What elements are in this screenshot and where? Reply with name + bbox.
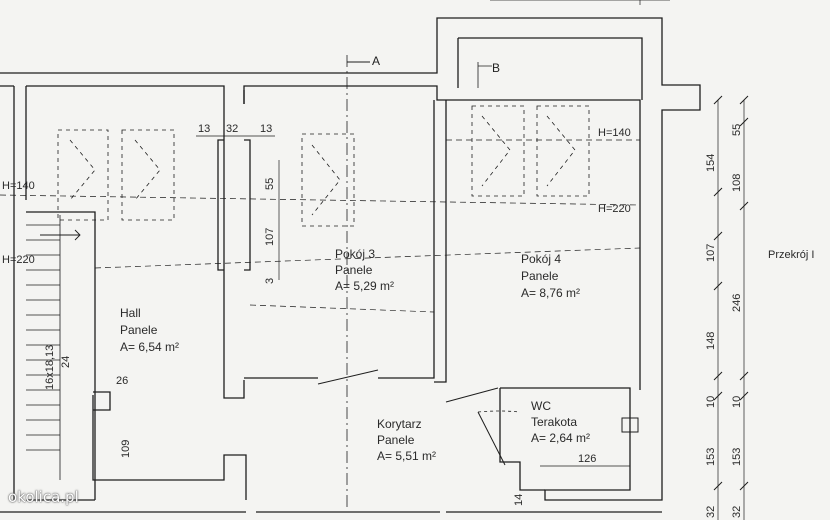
- stairs-arrow: [40, 229, 81, 241]
- dim-26: 26: [116, 375, 129, 387]
- rdim-153b: 153: [731, 447, 743, 466]
- corridor-area: A= 5,51 m²: [377, 449, 437, 463]
- dim-55: 55: [264, 177, 276, 190]
- stairs-outline: [26, 211, 96, 501]
- dim-13b: 13: [260, 123, 273, 135]
- room4-name: Pokój 4: [521, 252, 562, 266]
- outer-wall-top-inner: [0, 85, 641, 390]
- hall-lower-wall: [92, 395, 247, 500]
- wall-room3-bottom: [244, 100, 435, 379]
- rdim-10b: 10: [731, 395, 743, 408]
- top-dim-partial: [490, 0, 670, 5]
- wc-door: [477, 411, 506, 466]
- dim-32: 32: [226, 123, 239, 135]
- wall-room3-room4: [434, 100, 447, 383]
- wc-vent: [621, 417, 639, 433]
- b-cell: [457, 37, 643, 100]
- room4-door: [445, 387, 499, 403]
- shaft: [217, 139, 251, 271]
- dim-13a: 13: [198, 123, 211, 135]
- room3-floor: Panele: [335, 263, 373, 277]
- rdim-32a: 32: [705, 505, 717, 518]
- dim-3: 3: [264, 277, 276, 284]
- slope-line-2: [94, 247, 641, 269]
- rdim-153a: 153: [705, 447, 717, 466]
- rdim-32b: 32: [731, 505, 743, 518]
- rdim-148: 148: [705, 331, 717, 350]
- right-dim-ticks: [713, 95, 749, 491]
- room3-door: [317, 369, 379, 385]
- height-140-left: H=140: [2, 180, 35, 192]
- outer-wall-top-left: [0, 17, 701, 501]
- height-220-left: H=220: [2, 254, 35, 266]
- hall-name: Hall: [120, 306, 141, 320]
- dim-stairs: 16x18,13: [44, 344, 56, 390]
- hall-floor: Panele: [120, 323, 158, 337]
- section-mark-b: B: [492, 61, 501, 75]
- wc-name: WC: [531, 399, 551, 413]
- slope-line-1: [0, 194, 641, 206]
- section-line-b: [477, 62, 492, 88]
- skylight-room4-1: [471, 105, 525, 197]
- skylight-hall-1: [57, 129, 109, 221]
- rdim-154: 154: [705, 153, 717, 172]
- skylight-hall-2: [121, 129, 175, 221]
- corridor-floor: Panele: [377, 433, 415, 447]
- skylight-room4-2: [536, 105, 590, 197]
- rdim-246: 246: [731, 293, 743, 312]
- dim-24: 24: [60, 355, 72, 368]
- dim-109: 109: [120, 439, 132, 458]
- height-140-right: H=140: [598, 127, 631, 139]
- wc-floor: Terakota: [531, 415, 578, 429]
- dim-126: 126: [578, 453, 597, 465]
- wall-hall-room3: [223, 90, 245, 399]
- rdim-10a: 10: [705, 395, 717, 408]
- room3-name: Pokój 3: [335, 247, 376, 261]
- watermark: okolica.pl: [8, 488, 79, 506]
- wc-area: A= 2,64 m²: [531, 431, 591, 445]
- wc-wall: [499, 388, 545, 491]
- height-220-right: H=220: [598, 203, 631, 215]
- rdim-107: 107: [705, 243, 717, 262]
- rdim-108: 108: [731, 173, 743, 192]
- skylight-room3: [301, 133, 355, 227]
- left-wall: [13, 86, 27, 500]
- slope-line-3: [249, 304, 435, 313]
- side-label: Przekrój I: [768, 249, 815, 261]
- dim-107: 107: [264, 227, 276, 246]
- room4-area: A= 8,76 m²: [521, 286, 581, 300]
- room4-floor: Panele: [521, 269, 559, 283]
- hall-area: A= 6,54 m²: [120, 340, 180, 354]
- rdim-55: 55: [731, 123, 743, 136]
- room3-area: A= 5,29 m²: [335, 279, 395, 293]
- wc-door-arc: [477, 410, 521, 413]
- section-mark-a: A: [372, 54, 381, 68]
- dim-14: 14: [513, 493, 525, 506]
- corridor-name: Korytarz: [377, 417, 422, 431]
- hall-stub: [93, 391, 111, 411]
- stairs-treads: [26, 215, 61, 480]
